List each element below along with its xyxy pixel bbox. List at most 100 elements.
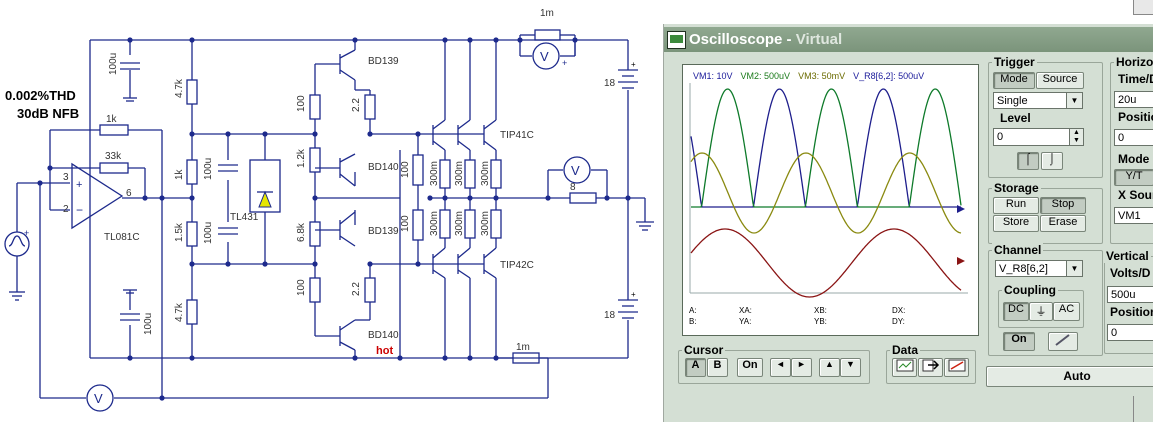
volts-div-input[interactable]: 500u <box>1107 286 1153 303</box>
svg-text:+: + <box>631 60 636 69</box>
oscilloscope-titlebar[interactable]: Oscilloscope - Virtual <box>664 27 1153 52</box>
pen-icon <box>1055 334 1070 346</box>
spin-up-icon[interactable]: ▲ <box>1069 129 1083 137</box>
stop-button[interactable]: Stop <box>1040 197 1086 214</box>
cursor-b-button[interactable]: B <box>707 358 728 377</box>
trigger-mode-select[interactable]: Single▼ <box>993 92 1083 109</box>
transistor-bd140-bottom[interactable]: BD140 hot <box>339 319 399 357</box>
resistor-6k8[interactable]: 6.8k <box>296 221 321 247</box>
resistor-load-8[interactable]: 8 <box>569 182 597 204</box>
horizontal-position-input[interactable]: 0 <box>1114 129 1153 146</box>
resistor-1k[interactable]: 1k <box>174 159 198 185</box>
probe-label-vm1: VM1: 10V <box>693 71 733 81</box>
cursor-right-button[interactable]: ► <box>791 358 812 377</box>
resistor-100-top[interactable]: 100 <box>296 94 321 120</box>
vertical-position-label: Position <box>1110 305 1153 319</box>
svg-text:1k: 1k <box>106 114 118 125</box>
falling-edge-button[interactable]: ⌡ <box>1041 152 1063 170</box>
junction-dots <box>37 37 631 401</box>
cursor-left-button[interactable]: ◄ <box>770 358 791 377</box>
capacitor-mid1-100u[interactable]: 100u <box>203 158 238 180</box>
probe-color-button[interactable] <box>1048 332 1078 351</box>
svg-text:V: V <box>571 163 580 178</box>
cursor-down-button[interactable]: ▼ <box>840 358 861 377</box>
opamp-tl081c[interactable]: + − 3 2 6 TL081C <box>63 162 140 243</box>
vertical-position-input[interactable]: 0 <box>1107 324 1153 341</box>
coupling-ac-button[interactable]: AC <box>1053 302 1080 321</box>
transistors-tip42c[interactable]: TIP42C <box>430 247 534 279</box>
horizontal-position-label: Position <box>1118 110 1153 124</box>
voltmeter-top[interactable]: V + <box>532 42 567 70</box>
battery-top-18v[interactable]: + 18 <box>604 60 638 89</box>
data-title: Data <box>890 343 921 357</box>
rising-edge-button[interactable]: ⌠ <box>1017 152 1039 170</box>
mode-yt-button[interactable]: Y/T <box>1114 169 1153 186</box>
cursor-on-button[interactable]: On <box>737 358 763 377</box>
transistor-bd139-top[interactable]: BD139 <box>339 49 399 81</box>
svg-text:TL431: TL431 <box>230 212 259 223</box>
resistor-1k5[interactable]: 1.5k <box>174 221 198 247</box>
erase-button[interactable]: Erase <box>1040 215 1086 232</box>
resistor-1m-top[interactable]: 1m <box>534 8 561 41</box>
trigger-source-button[interactable]: Source <box>1036 72 1084 89</box>
trace-vm3 <box>690 152 962 234</box>
svg-text:3: 3 <box>63 172 69 183</box>
trigger-mode-button[interactable]: Mode <box>993 72 1035 89</box>
resistor-1k-feedback[interactable]: 1k <box>99 114 129 136</box>
run-button[interactable]: Run <box>993 197 1039 214</box>
svg-text:300m: 300m <box>480 161 491 186</box>
voltmeter-load[interactable]: V <box>563 156 591 184</box>
trigger-level-input[interactable]: 0 ▲ ▼ <box>993 128 1084 146</box>
resistor-100-bottom[interactable]: 100 <box>296 277 321 303</box>
emitter-resistors-300m[interactable]: 300m 300m 300m 300m 300m 300m <box>429 159 502 239</box>
transistor-bd140-mid[interactable]: BD140 <box>315 153 399 187</box>
shunt-regulator-tl431[interactable]: TL431 <box>230 159 281 223</box>
resistor-33k[interactable]: 33k <box>99 151 129 174</box>
svg-text:100u: 100u <box>203 222 214 244</box>
signal-source[interactable]: + <box>4 228 30 301</box>
svg-text:TIP41C: TIP41C <box>500 130 534 141</box>
coupling-dc-button[interactable]: DC <box>1003 302 1029 321</box>
trigger-level-label: Level <box>1000 111 1031 125</box>
hot-label: hot <box>376 345 393 357</box>
channel-select[interactable]: V_R8[6,2]▼ <box>995 260 1083 277</box>
time-div-label: Time/D <box>1118 72 1153 86</box>
transistor-bd139-mid[interactable]: BD139 <box>315 211 399 247</box>
svg-text:6: 6 <box>126 188 132 199</box>
x-source-input[interactable]: VM1 <box>1114 207 1153 224</box>
cursor-up-button[interactable]: ▲ <box>819 358 840 377</box>
storage-title: Storage <box>992 181 1041 195</box>
voltmeter-output[interactable]: V <box>86 384 114 412</box>
svg-text:8: 8 <box>570 182 576 193</box>
data-transfer-button[interactable] <box>918 358 943 377</box>
data-export-button[interactable] <box>892 358 917 377</box>
svg-text:300m: 300m <box>480 211 491 236</box>
battery-bottom-18v[interactable]: + 18 <box>604 290 638 321</box>
spin-down-icon[interactable]: ▼ <box>1069 137 1083 145</box>
resistor-1m-bottom[interactable]: 1m <box>512 342 540 364</box>
transistors-tip41c[interactable]: TIP41C <box>430 119 534 151</box>
time-div-input[interactable]: 20u <box>1114 91 1153 108</box>
svg-text:2: 2 <box>63 204 69 215</box>
svg-text:100: 100 <box>400 215 411 232</box>
svg-text:4.7k: 4.7k <box>174 302 185 322</box>
resistor-2-2-bottom[interactable]: 2.2 <box>351 277 376 303</box>
capacitor-bottom-100u[interactable]: 100u <box>120 289 154 335</box>
resistor-1k2[interactable]: 1.2k <box>296 147 321 173</box>
coupling-gnd-button[interactable]: ⏚ <box>1029 302 1053 321</box>
cursor-a-button[interactable]: A <box>685 358 706 377</box>
channel-on-button[interactable]: On <box>1003 332 1035 351</box>
coupling-title: Coupling <box>1002 283 1058 297</box>
resistor-100-b[interactable]: 100 <box>400 209 424 241</box>
resistor-100-a[interactable]: 100 <box>400 154 424 186</box>
resistor-4k7-top[interactable]: 4.7k <box>174 78 198 105</box>
capacitor-mid2-100u[interactable]: 100u <box>203 222 238 244</box>
resistor-2-2-top[interactable]: 2.2 <box>351 94 376 120</box>
resistor-4k7-bottom[interactable]: 4.7k <box>174 299 198 325</box>
store-button[interactable]: Store <box>993 215 1039 232</box>
data-graph-button[interactable] <box>944 358 969 377</box>
auto-button[interactable]: Auto <box>986 366 1153 387</box>
thd-note: 0.002%THD <box>5 88 76 103</box>
capacitor-top-100u[interactable]: 100u <box>108 53 140 102</box>
